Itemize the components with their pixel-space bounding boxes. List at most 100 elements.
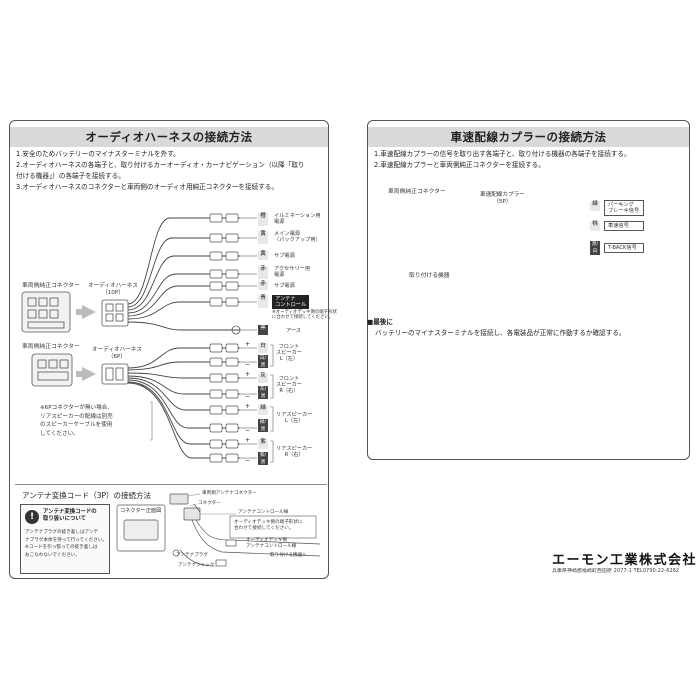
harness-10p-name: オーディオハーネス — [88, 283, 138, 289]
wire-label-acc-2: 電源 — [274, 272, 285, 278]
final-section: ■最後に バッテリーのマイナスターミナルを接続し、各電装品が正常に作動するか確認… — [367, 317, 625, 339]
wire-label-antenna-1: アンテナ — [275, 296, 296, 302]
harness-10p-pins: （10P） — [102, 290, 124, 296]
notice-title: アンテナ変換コードの 取り扱いについて — [43, 509, 97, 523]
deck-antenna-control-1: オーディオデッキ側 — [246, 538, 288, 543]
wire-color-illum: 橙 — [258, 213, 268, 226]
notice-title-1: アンテナ変換コードの — [43, 509, 97, 515]
rp-sig-label-parking: パーキングブレーキ信号 — [604, 200, 644, 216]
polarity-marks: +− +− +− +− — [245, 341, 250, 464]
wire-label-acc: アクセサリー用電源 — [274, 266, 310, 278]
step-1: 1.安全のためバッテリーのマイナスターミナルを外す。 — [16, 150, 180, 158]
notice-body: アンテナプラグの抜き差しはアンテ ナプラグ本体を持って行ってください。 ※コード… — [25, 529, 107, 559]
speaker-terminals — [209, 343, 239, 463]
harness-6p-pins: （6P） — [107, 354, 127, 360]
connector-front-label: コネクター正面図 — [120, 508, 162, 514]
rp-vehicle-connector-label: 車両側純正コネクター — [388, 189, 446, 195]
spk-fl-neg-color: 白/黒 — [258, 355, 268, 368]
spk-rr-label-1: リアスピーカー — [276, 446, 313, 452]
antenna-diagram-lines — [116, 493, 321, 567]
spk-fl-label-2: スピーカー — [276, 350, 302, 356]
antenna-jack-label: アンテナジャック — [178, 563, 215, 568]
antenna-note-1: ※オーディオデッキ側の端子形状 — [272, 310, 337, 315]
rp-device-label: 取り付ける機器 — [409, 273, 450, 279]
arrow-6p — [76, 367, 96, 381]
rp-step-1: 1.車速配線カプラーの信号を取り出す各端子と、取り付ける機器の各端子を接続する。 — [374, 150, 631, 158]
deck-note-box — [229, 515, 317, 539]
to-device-label: 取り付ける機器へ — [270, 553, 307, 558]
wire-label-illum-2: 電源 — [274, 219, 285, 225]
spk-fr-label-3: R（右） — [279, 388, 299, 394]
wire-label-main: メイン電源（バックアップ用） — [274, 231, 321, 243]
note-6p: ※6Pコネクターが無い場合、 リアスピーカーの配線は別売 のスピーカーケーブルを… — [40, 404, 113, 438]
svg-text:+: + — [245, 341, 250, 348]
deck-side-note-1: オーディオデッキ側の端子形状に — [234, 520, 303, 525]
deck-antenna-control-2: アンテナコントロール線 — [246, 544, 297, 549]
wire-label-illum-1: イルミネーション用 — [274, 213, 321, 219]
harness-10p-label: オーディオハーネス （10P） — [88, 283, 138, 297]
harness-wires-6p — [127, 347, 240, 459]
speaker-brackets — [270, 344, 274, 463]
wire-label-main-1: メイン電源 — [274, 231, 300, 237]
speed-coupler-steps: 1.車速配線カプラーの信号を取り出す各端子と、取り付ける機器の各端子を接続する。… — [374, 149, 631, 171]
speaker-wire-to-chip — [238, 347, 257, 459]
brand-address: 兵庫県神崎郡福崎町西田原 2077-1 TEL0790-22-6262 — [552, 569, 680, 574]
note-6p-line-4: してください。 — [40, 430, 79, 437]
wire-to-chip — [238, 217, 257, 331]
rp-coupler-name: 車速配線カプラー — [480, 192, 525, 198]
spk-rl-pos-color: 緑 — [258, 405, 268, 415]
wire-color-main: 黄 — [258, 231, 268, 244]
vehicle-connector-label-1: 車両側純正コネクター — [22, 283, 80, 289]
spk-rl-label-1: リアスピーカー — [276, 412, 313, 418]
audio-harness-header: オーディオハーネスの接続方法 — [10, 127, 328, 147]
deck-side-note: オーディオデッキ側の端子形状に 合わせて接続してください。 — [234, 520, 303, 532]
rp-sig-label-tback: T-BACK信号 — [604, 243, 644, 253]
audio-harness-title: オーディオハーネスの接続方法 — [85, 130, 253, 144]
vehicle-connector-6p — [31, 353, 73, 387]
wire-label-acc-1: アクセサリー用 — [274, 266, 311, 272]
vehicle-antenna-connector-label: 車両側アンテナコネクター — [202, 491, 257, 496]
spk-fr-pos-color: 灰 — [258, 373, 268, 383]
spk-fl-pos-color: 白 — [258, 343, 268, 353]
antenna-leaders — [187, 493, 236, 515]
svg-text:+: + — [245, 403, 250, 410]
deck-antenna-control-label: オーディオデッキ側 アンテナコントロール線 — [246, 538, 296, 550]
antenna-plug-label: アンテナプラグ — [176, 553, 208, 558]
rp-sig-parking-1: パーキング — [608, 202, 634, 208]
spk-rl-label-2: L（左） — [284, 418, 304, 424]
spk-rr-pos-color: 紫 — [258, 439, 268, 449]
antenna-note: ※オーディオデッキ側の端子形状に合わせて接続してください。 — [272, 310, 337, 320]
audio-harness-steps: 1.安全のためバッテリーのマイナスターミナルを外す。 2.オーディオハーネスの各… — [16, 149, 305, 193]
spk-rr-neg-color: 紫/黒 — [258, 452, 268, 465]
step-2a: 2.オーディオハーネスの各端子と、取り付けるカーオーディオ・カーナビゲーション（… — [16, 161, 305, 169]
svg-text:+: + — [245, 437, 250, 444]
final-text: バッテリーのマイナスターミナルを接続し、各電装品が正常に作動するか確認する。 — [375, 329, 626, 337]
spk-fr-neg-color: 灰/黒 — [258, 386, 268, 399]
spk-rl-neg-color: 緑/黒 — [258, 419, 268, 432]
antenna-notice-box: ! アンテナ変換コードの 取り扱いについて アンテナプラグの抜き差しはアンテ ナ… — [20, 504, 110, 574]
caution-icon: ! — [25, 510, 39, 524]
wire-label-main-2: （バックアップ用） — [274, 237, 321, 243]
wire-color-antenna: 青 — [258, 295, 268, 308]
brand-name: エーモン工業株式会社 — [552, 553, 698, 568]
wire-terminals — [209, 213, 239, 307]
deck-side-note-2: 合わせて接続してください。 — [234, 526, 294, 531]
wire-label-antenna-2: コントロール — [275, 302, 307, 308]
notice-body-2: ナプラグ本体を持って行ってください。 — [25, 537, 108, 543]
note-bracket — [150, 401, 153, 441]
spk-rr-label-2: R（右） — [284, 452, 304, 458]
svg-text:−: − — [245, 393, 250, 400]
speed-coupler-header: 車速配線カプラーの接続方法 — [368, 127, 689, 147]
wire-color-sub1: 黄 — [258, 251, 268, 260]
svg-text:−: − — [245, 427, 250, 434]
svg-text:+: + — [245, 371, 250, 378]
speed-coupler-title: 車速配線カプラーの接続方法 — [450, 130, 607, 144]
notice-title-2: 取り扱いについて — [43, 516, 86, 522]
rp-sig-parking-2: ブレーキ信号 — [608, 208, 640, 214]
wire-label-sub2: サブ電源 — [274, 283, 295, 289]
wire-label-ground: アース — [286, 328, 301, 334]
harness-connector-10p — [101, 299, 129, 327]
